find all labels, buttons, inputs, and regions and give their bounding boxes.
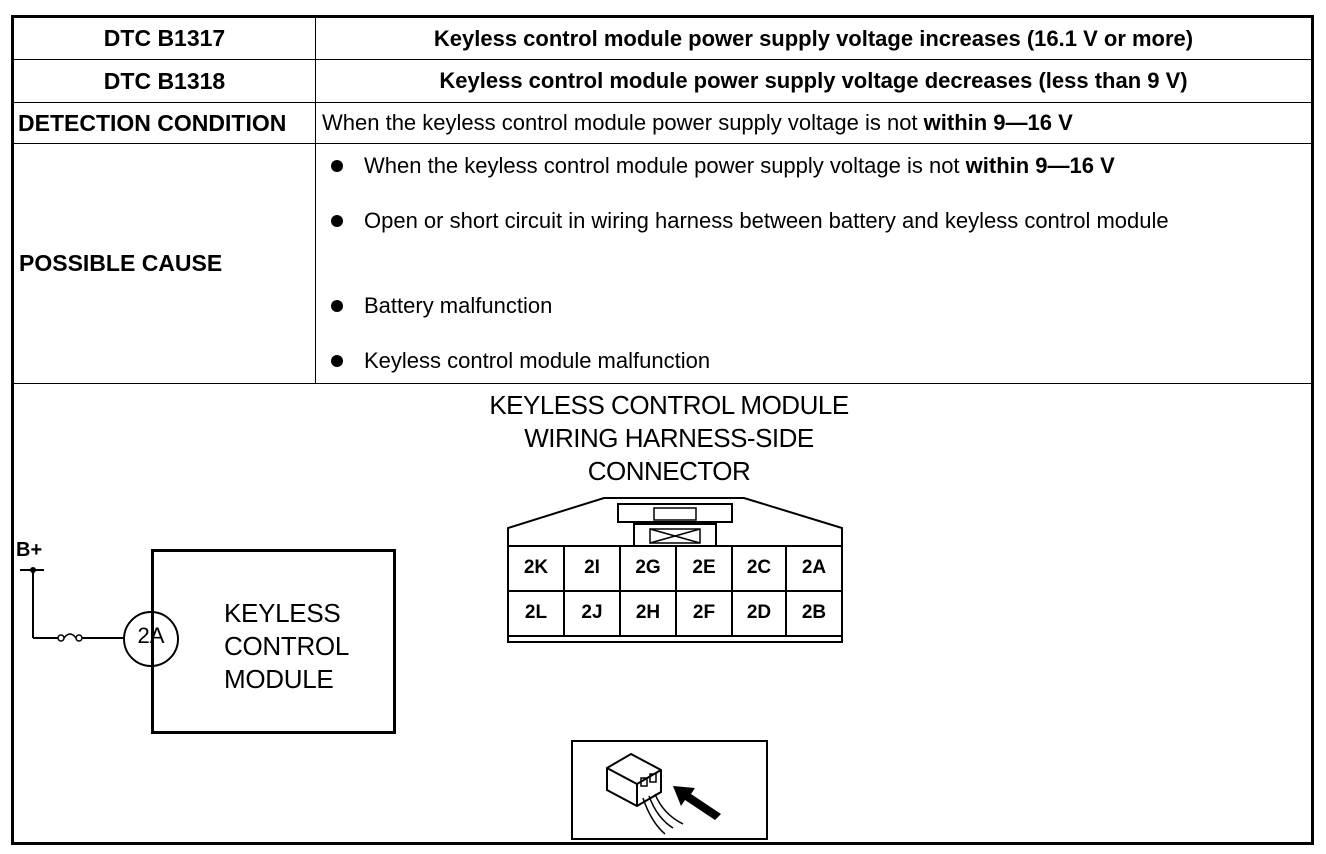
bullet-icon xyxy=(331,160,343,172)
connector-pin: 2C xyxy=(746,557,772,578)
cause-text: Open or short circuit in wiring harness … xyxy=(364,208,1169,233)
schematic-lines xyxy=(20,497,843,667)
connector-pin: 2J xyxy=(581,602,603,623)
connector-title: KEYLESS CONTROL MODULE WIRING HARNESS-SI… xyxy=(444,389,894,488)
bullet-icon xyxy=(331,215,343,227)
connector-pin: 2F xyxy=(692,602,716,623)
connector-title-line: CONNECTOR xyxy=(587,456,751,486)
connector-title-line: KEYLESS CONTROL MODULE xyxy=(489,390,849,420)
list-item: Open or short circuit in wiring harness … xyxy=(331,206,1224,236)
harness-side-connector-view-icon xyxy=(571,740,768,840)
supply-label: B+ xyxy=(16,539,43,561)
dtc-description: Keyless control module power supply volt… xyxy=(439,68,1188,93)
connector-pin: 2L xyxy=(524,602,548,623)
connector-pin: 2B xyxy=(801,602,827,623)
connector-pin: 2E xyxy=(692,557,716,578)
dtc-description: Keyless control module power supply volt… xyxy=(433,25,1194,51)
possible-cause-row: POSSIBLE CAUSE When the keyless control … xyxy=(14,144,1311,384)
cause-text: Battery malfunction xyxy=(364,293,553,318)
detection-condition-text: When the keyless control module power su… xyxy=(316,103,1311,143)
possible-cause-list: When the keyless control module power su… xyxy=(316,144,1311,383)
connector-probe-icon xyxy=(606,752,721,835)
connector-title-line: WIRING HARNESS-SIDE xyxy=(524,423,814,453)
detection-text: When the keyless control module power su… xyxy=(322,110,924,135)
list-item: When the keyless control module power su… xyxy=(331,151,1264,181)
connector-pin: 2G xyxy=(635,557,661,578)
bullet-icon xyxy=(331,300,343,312)
keyless-control-module-box: KEYLESS CONTROL MODULE xyxy=(151,549,396,734)
pin-reference: 2A xyxy=(137,623,165,648)
detection-bold-text: within 9—16 V xyxy=(923,110,1073,135)
possible-cause-label: POSSIBLE CAUSE xyxy=(14,144,316,383)
connector-pin: 2H xyxy=(635,602,661,623)
dtc-code: DTC B1318 xyxy=(14,60,316,102)
module-label-line: KEYLESS xyxy=(224,598,341,628)
cause-text: Keyless control module malfunction xyxy=(364,348,711,373)
list-item: Keyless control module malfunction xyxy=(331,346,1264,376)
module-label-line: CONTROL xyxy=(224,631,350,661)
module-label: KEYLESS CONTROL MODULE xyxy=(224,597,349,696)
connector-pin: 2K xyxy=(523,557,549,578)
connector-pin: 2D xyxy=(746,602,772,623)
detection-condition-row: DETECTION CONDITION When the keyless con… xyxy=(14,103,1311,144)
dtc-b1317-row: DTC B1317 Keyless control module power s… xyxy=(14,18,1311,60)
cause-text: When the keyless control module power su… xyxy=(364,153,966,178)
dtc-page: DTC B1317 Keyless control module power s… xyxy=(11,15,1314,845)
dtc-b1318-row: DTC B1318 Keyless control module power s… xyxy=(14,60,1311,103)
bullet-icon xyxy=(331,355,343,367)
connector-pin: 2I xyxy=(584,557,600,578)
module-label-line: MODULE xyxy=(224,664,334,694)
cause-bold-text: within 9—16 V xyxy=(965,153,1115,178)
dtc-code: DTC B1317 xyxy=(14,18,316,59)
list-item: Battery malfunction xyxy=(331,291,1264,321)
wiring-diagram: KEYLESS CONTROL MODULE WIRING HARNESS-SI… xyxy=(14,384,1311,842)
detection-condition-label: DETECTION CONDITION xyxy=(14,103,316,143)
connector-pin: 2A xyxy=(801,557,827,578)
